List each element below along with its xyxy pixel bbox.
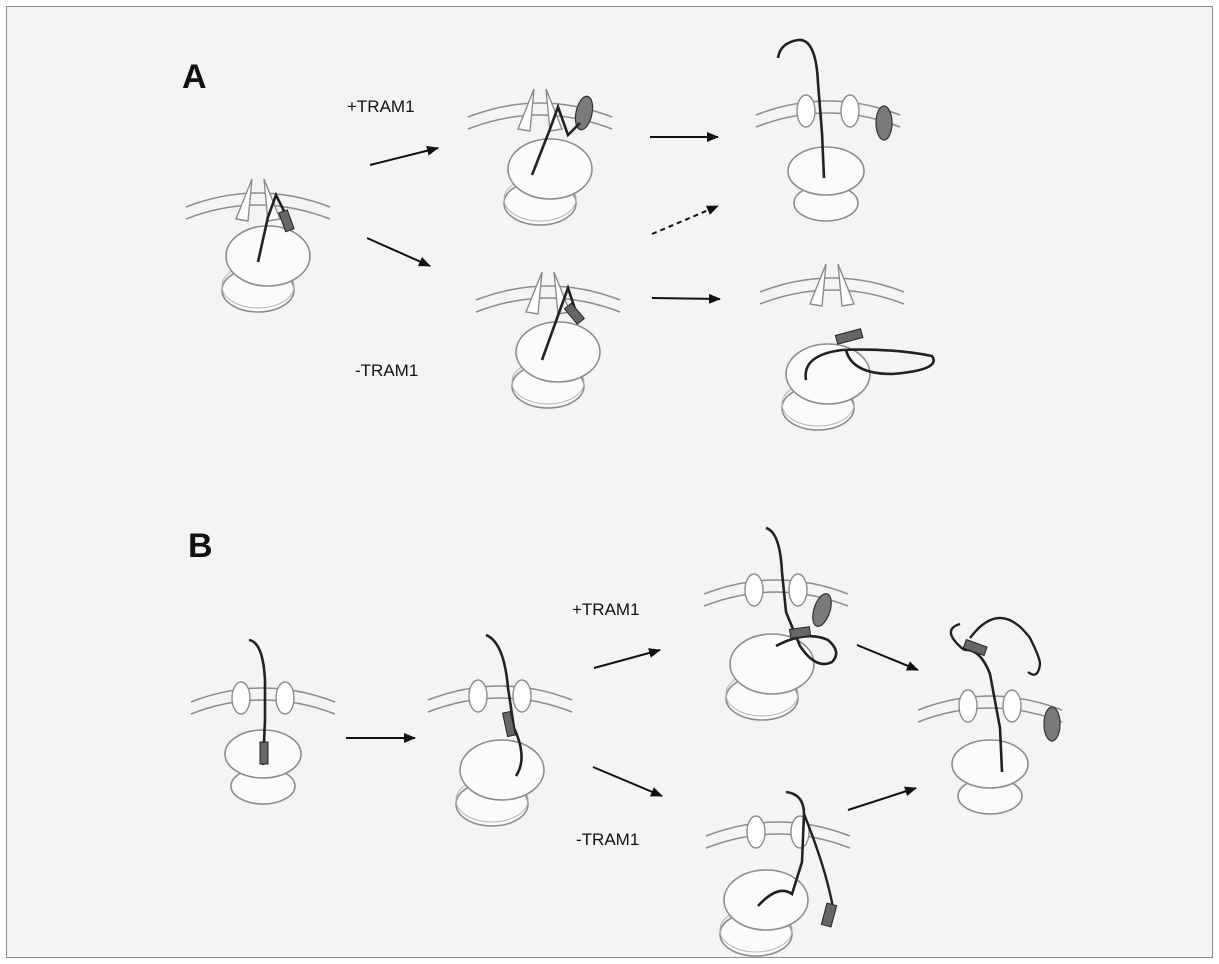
a-state-integrated [756,40,900,221]
arrow-b-plus-outcome [857,645,918,670]
arrow-a-minus [367,238,430,266]
arrow-a-dotted [652,206,718,234]
arrow-b-minus [593,767,662,796]
b-state-rotated [428,635,572,826]
b-state-plus-tram1 [704,528,848,720]
arrow-a-minus-outcome [652,298,720,299]
arrow-b-minus-outcome [848,788,916,810]
a-state-released [760,264,934,430]
b-state-minus-tram1 [706,792,850,956]
a-state-minus-tram1 [476,272,620,408]
panel-a-letter: A [182,58,207,97]
panel-a-plus-label: +TRAM1 [347,97,415,117]
panel-b-letter: B [188,527,213,566]
b-state-final [918,618,1062,814]
b-state-initial [191,640,335,804]
panel-b-plus-label: +TRAM1 [572,600,640,620]
arrow-a-plus [370,148,438,165]
a-state-initial [186,179,330,312]
panel-a-minus-label: -TRAM1 [355,361,418,381]
arrow-b-plus [594,650,660,668]
a-state-plus-tram1 [468,89,612,225]
panel-b-minus-label: -TRAM1 [576,830,639,850]
